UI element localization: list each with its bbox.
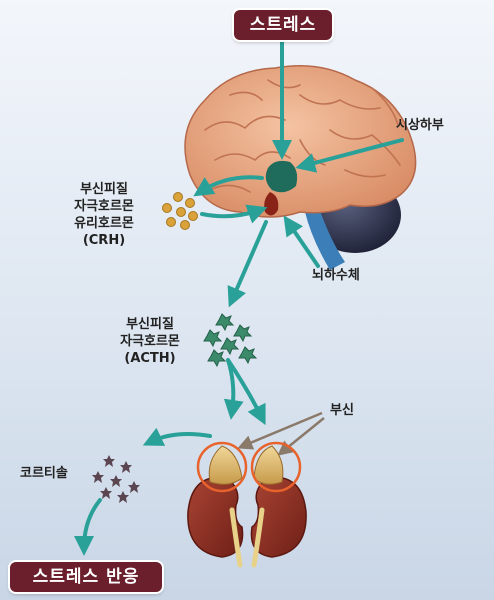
pituitary-icon — [264, 192, 279, 216]
adrenal-gland-icon — [196, 441, 302, 493]
crh-to-pituitary-arrow — [200, 204, 268, 224]
crh-label-line1: 부신피질 — [80, 182, 128, 197]
acth-label: 부신피질 자극호르몬 (ACTH) — [100, 316, 200, 367]
hypothalamus-pointer-arrow — [295, 138, 404, 173]
cortisol-to-response-arrow — [74, 498, 102, 556]
crh-label-line4: (CRH) — [82, 233, 126, 248]
stress-response-label: 스트레스 반응 — [10, 562, 162, 592]
acth-label-line3: (ACTH) — [124, 351, 176, 366]
adrenal-pointer-lines — [237, 411, 325, 456]
adrenal-label: 부신 — [330, 403, 354, 418]
cortisol-release-arrow — [142, 427, 212, 446]
acth-label-line2: 자극호르몬 — [120, 334, 180, 349]
pituitary-label: 뇌하수체 — [312, 268, 360, 283]
hypothalamus-icon — [265, 160, 298, 193]
crh-label-line2: 자극호르몬 — [74, 199, 134, 214]
acth-label-line1: 부신피질 — [126, 317, 174, 332]
crh-release-arrow — [193, 175, 264, 197]
acth-to-right-adrenal-arrow — [226, 358, 266, 426]
acth-release-arrow — [227, 220, 268, 308]
cortisol-label: 코르티솔 — [20, 466, 68, 481]
brain-icon — [184, 64, 417, 218]
crh-molecule-icon — [162, 192, 198, 230]
cortisol-molecule-icon — [92, 455, 140, 503]
crh-label: 부신피질 자극호르몬 유리호르몬 (CRH) — [54, 181, 154, 249]
kidney-icon — [187, 476, 307, 568]
acth-molecule-icon — [203, 313, 258, 368]
crh-label-line3: 유리호르몬 — [74, 216, 134, 231]
stress-title: 스트레스 — [234, 10, 332, 40]
pituitary-pointer-arrow — [283, 215, 320, 268]
hypothalamus-label: 시상하부 — [396, 118, 444, 133]
pathway-arrows — [74, 40, 404, 556]
